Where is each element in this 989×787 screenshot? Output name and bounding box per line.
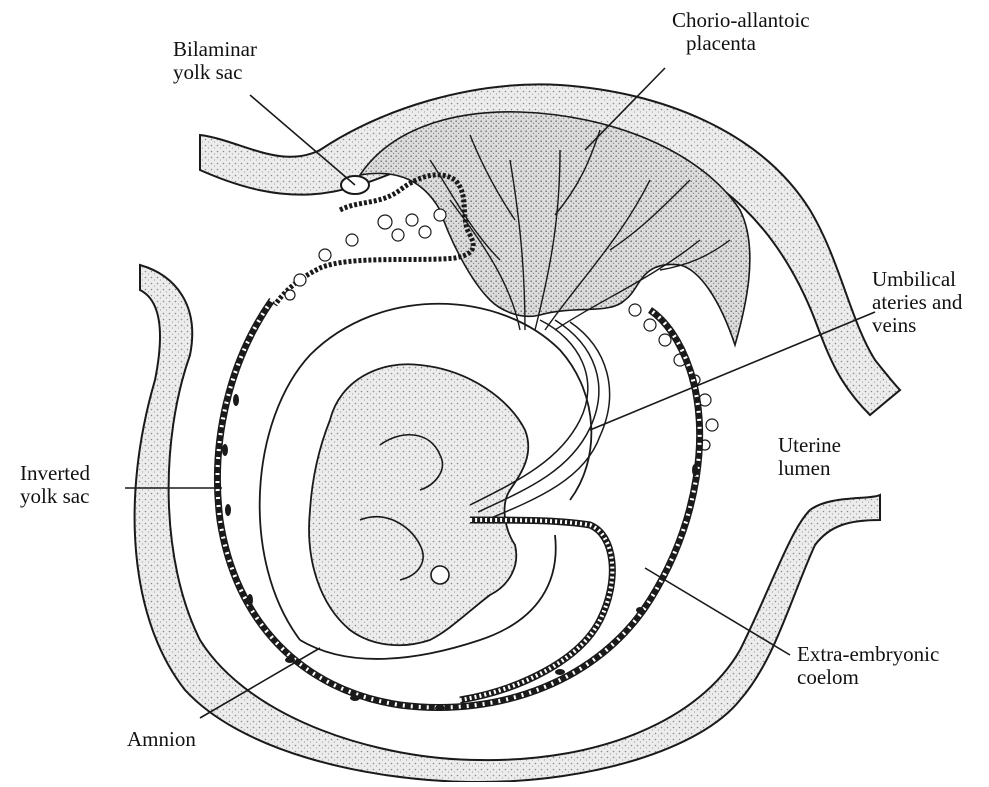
label-umbilical-line2: ateries and — [872, 291, 962, 314]
label-amnion-line1: Amnion — [127, 728, 196, 751]
label-inverted-yolk-sac: Inverted yolk sac — [20, 462, 90, 508]
label-bilaminar-line1: Bilaminar — [173, 38, 257, 61]
label-coelom-line2: coelom — [797, 666, 939, 689]
label-uterine-line1: Uterine — [778, 434, 841, 457]
label-bilaminar-line2: yolk sac — [173, 61, 257, 84]
label-amnion: Amnion — [127, 728, 196, 751]
label-umbilical-vessels: Umbilical ateries and veins — [872, 268, 962, 337]
label-inverted-line2: yolk sac — [20, 485, 90, 508]
label-coelom-line1: Extra-embryonic — [797, 643, 939, 666]
label-umbilical-line3: veins — [872, 314, 962, 337]
label-uterine-lumen: Uterine lumen — [778, 434, 841, 480]
embryo-eye — [431, 566, 449, 584]
label-inverted-line1: Inverted — [20, 462, 90, 485]
label-placenta-line1: Chorio-allantoic — [672, 9, 810, 32]
label-umbilical-line1: Umbilical — [872, 268, 962, 291]
label-uterine-line2: lumen — [778, 457, 841, 480]
label-placenta-line2: placenta — [672, 32, 810, 55]
label-extra-embryonic-coelom: Extra-embryonic coelom — [797, 643, 939, 689]
label-bilaminar-yolk-sac: Bilaminar yolk sac — [173, 38, 257, 84]
label-chorio-allantoic-placenta: Chorio-allantoic placenta — [672, 9, 810, 55]
